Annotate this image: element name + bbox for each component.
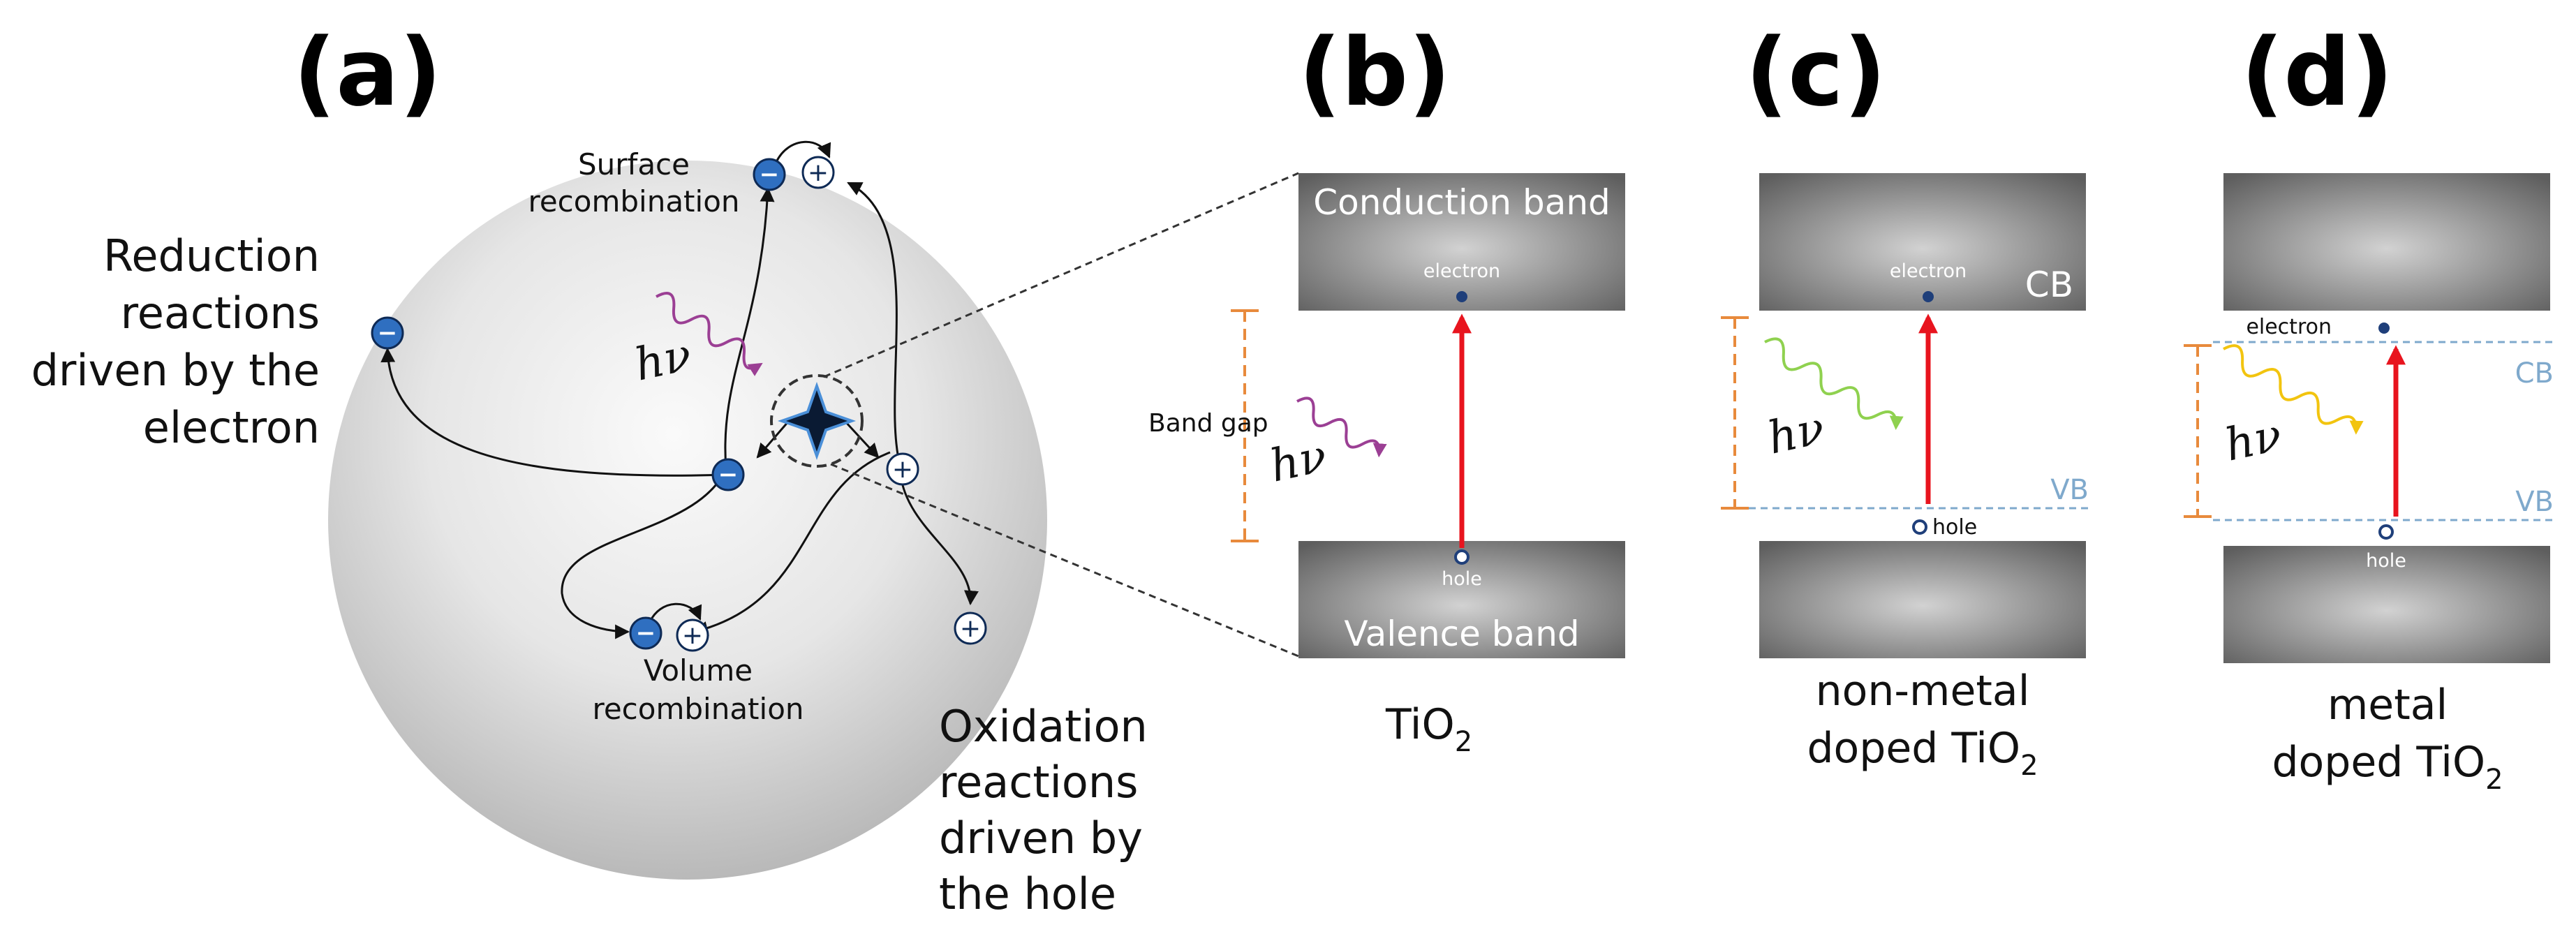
oxidation-line-4: the hole [939,868,1116,919]
electron-dot-c [1923,291,1934,302]
band-gap-bracket-b [1231,309,1259,542]
electron-free: − [371,316,404,350]
electron-center: − [711,458,745,491]
valence-band-c [1759,541,2086,658]
photon-wave-d [2223,344,2364,435]
panel-b: (b) Conduction band Valence band electro… [1148,18,1625,758]
surface-label-2: recombination [528,184,739,218]
minus-icon: − [760,161,780,188]
panel-c: (c) CB electron VB hole hν non-metal dop… [1721,18,2091,782]
volume-label-2: recombination [592,692,804,726]
photon-a: hν [630,292,763,392]
minus-icon: − [378,319,398,347]
excitation-site [770,374,864,468]
electron-volume: − [629,616,662,650]
cb-label-d: CB [2515,357,2554,390]
hole-dot-d [2378,524,2394,540]
cb-label-c: CB [2025,265,2073,305]
hole-dot-c [1912,519,1927,535]
vb-label-c: VB [2050,474,2089,506]
plus-icon: + [682,621,703,650]
volume-label-1: Volume [644,653,753,688]
band-gap-bracket-c [1721,316,1749,510]
photon-wave-a [656,292,763,376]
oxidation-line-3: driven by [939,813,1143,864]
panel-d-label: (d) [2241,18,2393,127]
plus-icon: + [808,158,829,187]
zoom-lines [823,172,1299,658]
hole-dot-b [1454,549,1470,565]
volume-recombination-arrow [648,602,702,624]
tio2-particle [328,161,1047,880]
conduction-band-c [1759,173,2086,311]
path-star-to-electron [756,420,790,459]
electron-label-c: electron [1890,260,1967,282]
hv-label-c: hν [1763,403,1829,465]
photon-wave-c [1764,337,1904,430]
vb-label-d: VB [2515,486,2554,518]
path-to-volume-hole [693,451,891,636]
path-to-surface-electron [724,186,775,468]
carrier-paths [380,140,979,639]
valence-band-label: Valence band [1344,614,1579,654]
path-star-to-hole [843,420,880,459]
electron-dot-d [2378,323,2390,334]
hole-label-b: hole [1442,568,1482,590]
surface-label-1: Surface [578,147,690,181]
hole-label-d: hole [2366,550,2406,572]
surface-recombination-arrow [775,140,831,163]
band-gap-label: Band gap [1148,409,1268,438]
panel-b-label: (b) [1298,18,1451,127]
reduction-text: Reduction reactions driven by the electr… [31,230,320,453]
panel-a: (a) Reduction reactions driven by the el… [31,18,1148,919]
hole-free: + [954,612,987,645]
path-to-free-hole [899,474,979,606]
reduction-line-2: reactions [121,288,320,339]
reduction-line-1: Reduction [103,230,320,281]
caption-c-line-1: non-metal [1816,667,2030,716]
panel-a-label: (a) [293,18,442,127]
photon-wave-b [1296,397,1387,458]
electron-surface: − [753,158,786,191]
oxidation-line-2: reactions [939,757,1138,808]
path-to-free-electron [380,347,727,477]
caption-d-line-2: doped TiO2 [2272,738,2503,796]
hv-label-a: hν [630,329,696,392]
hole-volume: + [676,618,709,652]
caption-b: TiO2 [1385,700,1472,758]
conduction-band-d [2223,173,2550,311]
excitation-ring [770,374,864,468]
star-icon [777,381,857,461]
conduction-band-label: Conduction band [1313,182,1611,223]
path-to-surface-hole [847,181,902,468]
electron-label-d: electron [2246,315,2332,339]
minus-icon: − [636,619,656,647]
panel-d: (d) electron CB VB hole hν metal doped T… [2184,18,2555,796]
oxidation-text: Oxidation reactions driven by the hole [939,701,1148,919]
caption-c-line-2: doped TiO2 [1807,724,2038,782]
electron-dot-b [1456,291,1467,302]
hv-label-b: hν [1266,431,1331,493]
plus-icon: + [960,614,981,643]
hv-label-d: hν [2221,410,2286,472]
conduction-band-b [1298,173,1625,311]
hole-label-c: hole [1932,515,1977,540]
panel-c-label: (c) [1745,18,1886,127]
path-to-volume-electron [561,460,731,639]
reduction-line-4: electron [143,402,320,453]
hole-surface: + [801,156,835,189]
minus-icon: − [718,461,739,489]
reduction-line-3: driven by the [31,345,320,396]
hole-center: + [886,452,919,486]
band-gap-bracket-d [2184,344,2212,518]
caption-d-line-1: metal [2327,681,2448,729]
valence-band-d [2223,546,2550,663]
plus-icon: + [892,455,913,484]
oxidation-line-1: Oxidation [939,701,1148,752]
electron-label-b: electron [1423,260,1500,282]
